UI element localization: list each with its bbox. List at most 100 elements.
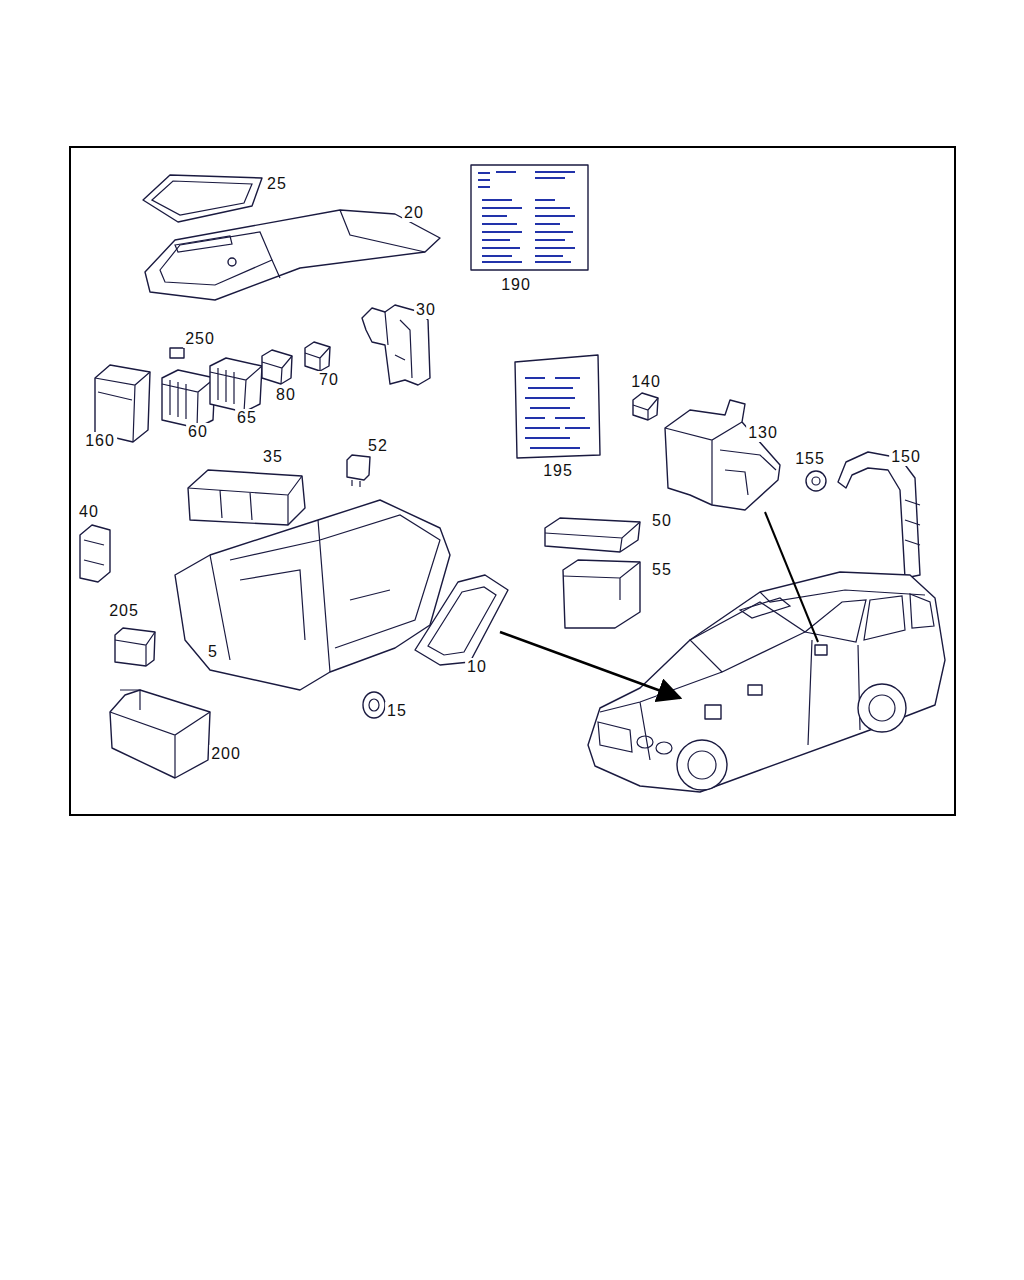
callout-number: 30 [414,301,438,319]
seal-gasket [415,575,508,665]
instruction-sheet [515,355,600,458]
callout-number: 52 [366,437,390,455]
callout-number: 5 [206,643,220,661]
fuse-carrier [210,358,262,412]
control-module [545,518,640,552]
module-cover [563,560,640,628]
callout-number: 40 [77,503,101,521]
callout-number: 35 [261,448,285,466]
relay-tray [188,476,302,525]
callout-number: 25 [265,175,289,193]
callout-number: 250 [183,330,217,348]
fuse-carrier [162,370,215,428]
relay [347,455,370,487]
control-module [545,518,640,552]
vehicle [598,722,632,752]
grommet [369,699,379,711]
main-housing [175,500,450,690]
holder-clip [84,540,104,565]
fuse-block [95,365,150,442]
holder-clip [80,525,110,582]
frame [70,147,955,815]
leader-line [765,512,818,642]
upper-housing [145,210,440,300]
holder-clip [80,525,110,582]
relay-base [110,690,210,778]
main-housing [175,500,450,690]
main-housing [210,515,440,672]
instruction-sheet [525,378,590,448]
pointer-arrow [500,632,680,698]
vehicle [864,596,905,640]
relay [352,480,360,487]
fuse-carrier [162,378,215,428]
callout-number: 150 [889,448,923,466]
upper-housing [228,258,236,266]
callout-number: 65 [235,409,259,427]
relay-socket [262,350,292,384]
vehicle [858,684,906,732]
fuse-carrier [162,370,215,428]
vehicle [805,600,866,642]
callout-number: 10 [465,658,489,676]
plug-connector [633,393,658,420]
label-sheet [478,172,575,262]
seal-gasket [428,587,496,655]
vehicle [637,736,653,748]
rear-fuse-box [665,400,780,510]
cover-lid [143,175,262,222]
callout-number: 195 [541,462,575,480]
grommet [363,692,385,718]
relay-socket [262,350,292,384]
relay-socket [305,347,330,371]
relay [115,628,155,666]
callout-number: 130 [746,424,780,442]
nut [806,471,826,491]
upper-housing [160,232,272,285]
callout-number: 160 [83,432,117,450]
relay-tray [188,470,305,525]
fuse-carrier [210,366,262,412]
trim-bracket [905,500,920,545]
fuse [170,348,184,358]
callout-number: 60 [186,423,210,441]
vehicle [588,572,945,792]
vehicle [588,572,945,792]
nut [806,471,826,491]
module-cover [563,562,640,600]
vehicle [869,695,895,721]
callout-number: 140 [629,373,663,391]
callout-number: 200 [209,745,243,763]
callout-number: 20 [402,204,426,222]
callout-number: 190 [499,276,533,294]
plug-connector [633,393,658,420]
grommet [363,692,385,718]
relay-base [110,690,210,778]
fuse-block [95,365,150,442]
callout-number: 55 [650,561,674,579]
cover-lid [143,175,262,222]
callout-number: 70 [317,371,341,389]
relay-socket [305,342,330,371]
nut [812,477,820,485]
vehicle [705,705,721,719]
upper-housing [175,236,232,252]
callout-number: 15 [385,702,409,720]
vehicle [748,685,762,695]
vehicle [690,602,805,672]
trim-bracket [838,452,920,578]
label-sheet [471,165,588,270]
seal-gasket [415,575,508,665]
vehicle [656,742,672,754]
plug-connector [633,398,658,420]
fuse-carrier [210,358,262,412]
relay-socket [305,342,330,371]
vehicle [688,751,716,779]
relay-bracket [385,312,412,378]
relay [115,632,155,666]
callout-number: 205 [107,602,141,620]
callout-number: 50 [650,512,674,530]
cover-lid [152,181,252,215]
callout-number: 80 [274,386,298,404]
